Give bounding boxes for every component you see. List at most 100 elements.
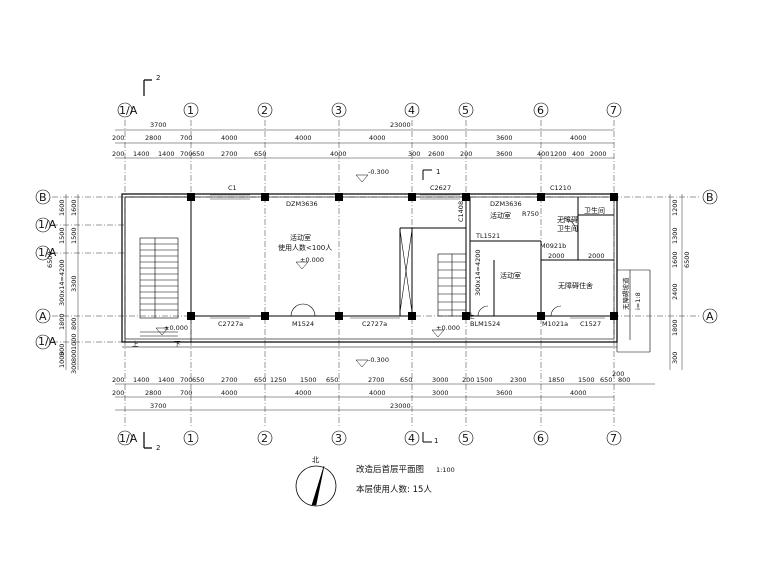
opening-label: TL1521: [475, 232, 500, 240]
section-mark-1-top: [422, 169, 432, 180]
room-label: 无障碍: [557, 215, 578, 224]
axis-label: B: [39, 191, 47, 204]
axis-label: 1: [187, 432, 194, 445]
dim-text: 1200: [671, 199, 679, 216]
dim-text: 4000: [330, 150, 347, 158]
dim-text: 650: [400, 376, 412, 384]
section-label: 1: [436, 168, 440, 176]
dim-text: 3000: [432, 134, 449, 142]
opening-label: 2000: [548, 252, 565, 260]
opening-label: C1210: [550, 184, 571, 192]
axis-label: 4: [408, 104, 415, 117]
dim-text: 400: [537, 150, 549, 158]
axis-label: 1/A: [38, 218, 57, 231]
dim-text: 4000: [369, 134, 386, 142]
opening-label: R750: [522, 210, 539, 218]
dim-text: 1000: [58, 351, 66, 368]
dim-text: 2800: [145, 389, 162, 397]
opening-label: M1021a: [542, 320, 568, 328]
dim-text: 650: [192, 376, 204, 384]
dim-text: 6500: [46, 251, 54, 268]
dimension-lines: [65, 129, 683, 411]
structural-columns: [187, 193, 618, 320]
dim-text: 700: [180, 376, 192, 384]
room-label: 卫生间: [557, 224, 578, 233]
dim-text: 4000: [221, 389, 238, 397]
axis-label: A: [706, 310, 714, 323]
dim-text: 4000: [369, 389, 386, 397]
dim-text: 2400: [671, 283, 679, 300]
dim-text: 2600: [428, 150, 445, 158]
dim-text: 1500: [578, 376, 595, 384]
interior-walls: [190, 197, 614, 317]
opening-label: M0921b: [540, 242, 566, 250]
dim-text: 1300: [671, 227, 679, 244]
axis-label: 3: [335, 432, 342, 445]
dim-text: 1800: [58, 313, 66, 330]
dim-text: 1400: [158, 376, 175, 384]
dim-text: 2300: [510, 376, 527, 384]
dim-text: 800: [70, 350, 78, 362]
opening-label: C2627: [430, 184, 451, 192]
dim-text: 300: [671, 352, 679, 364]
section-label: 1: [434, 437, 438, 445]
dim-text: 200: [112, 389, 124, 397]
left-stair: [124, 196, 192, 343]
opening-label: 2000: [588, 252, 605, 260]
dim-text: 3600: [496, 134, 513, 142]
bottom-step: [122, 269, 651, 353]
axis-label: 1/A: [38, 335, 57, 348]
axis-label: 2: [261, 104, 268, 117]
dim-text: 1600: [671, 251, 679, 268]
dim-text: 400: [572, 150, 584, 158]
room-label: 活动室: [290, 233, 311, 242]
opening-label: C2727a: [218, 320, 243, 328]
right-dimensions: 1200 1300 1600 2400 1800 6500 300: [671, 199, 691, 364]
dim-text: 4000: [570, 389, 587, 397]
stair-direction: 上: [468, 311, 475, 320]
dim-text: 1600: [58, 199, 66, 216]
dim-text: 700: [180, 150, 192, 158]
level-text: ±0.000: [436, 324, 460, 332]
dim-text: 23000: [390, 121, 411, 129]
dim-text: 1500: [476, 376, 493, 384]
section-mark-top: [143, 79, 152, 96]
opening-label: C1408: [457, 201, 465, 222]
dim-text: 2700: [221, 150, 238, 158]
opening-label: 300x14=4200: [474, 249, 482, 296]
dim-text: 1500: [300, 376, 317, 384]
drawing-subtitle: 本层使用人数: 15人: [356, 484, 432, 495]
drawing-title: 改造后首层平面图: [356, 464, 424, 475]
axis-bubbles: [35, 102, 718, 446]
axis-label: 1/A: [119, 104, 138, 117]
dim-text: 650: [254, 150, 266, 158]
dim-text: 800: [618, 376, 630, 384]
axis-label: 3: [335, 104, 342, 117]
dim-text: 650: [326, 376, 338, 384]
dim-text: 200: [112, 150, 124, 158]
dim-text: 300: [408, 150, 420, 158]
level-triangles: [155, 174, 445, 368]
dim-text: 3300: [70, 275, 78, 292]
dim-text: 3000: [432, 376, 449, 384]
dim-text: 1400: [133, 376, 150, 384]
dim-text: 700: [180, 134, 192, 142]
dim-text: 4000: [295, 389, 312, 397]
axis-label: 6: [537, 104, 544, 117]
dim-text: 500: [58, 344, 66, 356]
section-mark-1-bottom: [422, 432, 432, 443]
section-mark-bottom: [143, 432, 152, 449]
dim-text: 6500: [683, 251, 691, 268]
doors: [290, 217, 577, 317]
stair-direction: 下: [174, 340, 181, 348]
level-text: -0.300: [368, 356, 389, 364]
north-compass: [295, 465, 337, 507]
axis-label: 7: [610, 104, 617, 117]
opening-label: DZM3636: [490, 200, 522, 208]
room-label: 卫生间: [584, 206, 605, 215]
dim-text: 2700: [368, 376, 385, 384]
dim-text: 200: [612, 370, 624, 378]
axis-label: 2: [261, 432, 268, 445]
left-dimensions: 1600 1600 1500 1500 3300 300x14=4200 800…: [46, 199, 78, 374]
axis-label: 5: [462, 432, 469, 445]
